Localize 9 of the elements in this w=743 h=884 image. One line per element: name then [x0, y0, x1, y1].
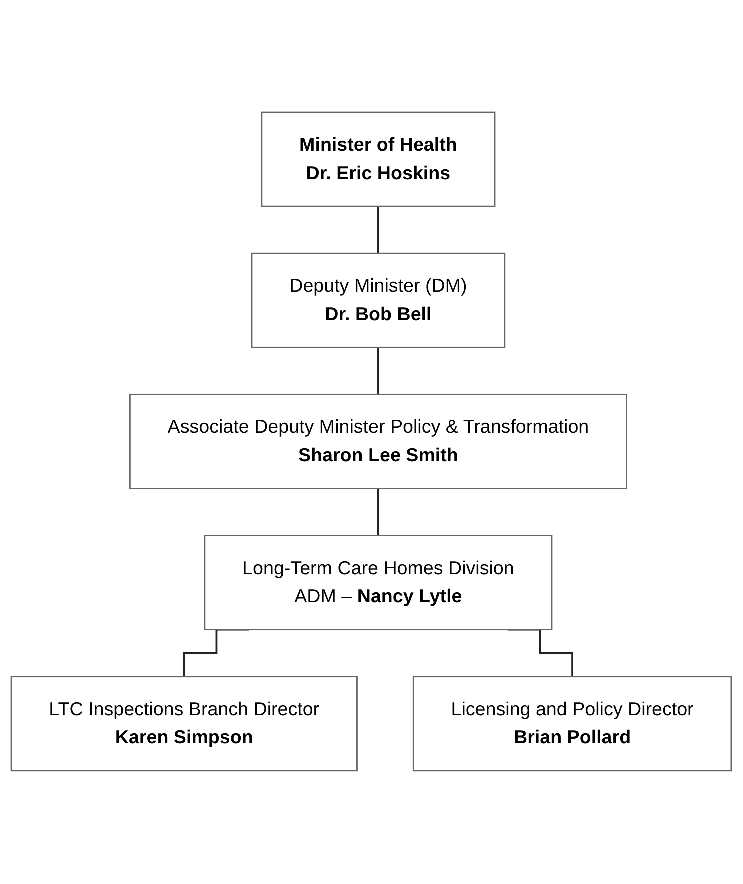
- connector: [378, 488, 380, 537]
- node-box: Licensing and Policy Director Brian Pollard: [412, 676, 732, 772]
- node-box: Associate Deputy Minister Policy & Transformation Sharon Lee Smith: [129, 394, 628, 490]
- node-box: Deputy Minister (DM) Dr. Bob Bell: [251, 253, 506, 349]
- connector: [378, 347, 380, 396]
- node-box: LTC Inspections Branch Director Karen Simpson: [10, 676, 358, 772]
- node-box: Minister of Health Dr. Eric Hoskins: [261, 112, 496, 208]
- node-box: Long-Term Care Homes Division ADM – Nancy Lytle: [204, 535, 553, 631]
- connector: [378, 206, 380, 255]
